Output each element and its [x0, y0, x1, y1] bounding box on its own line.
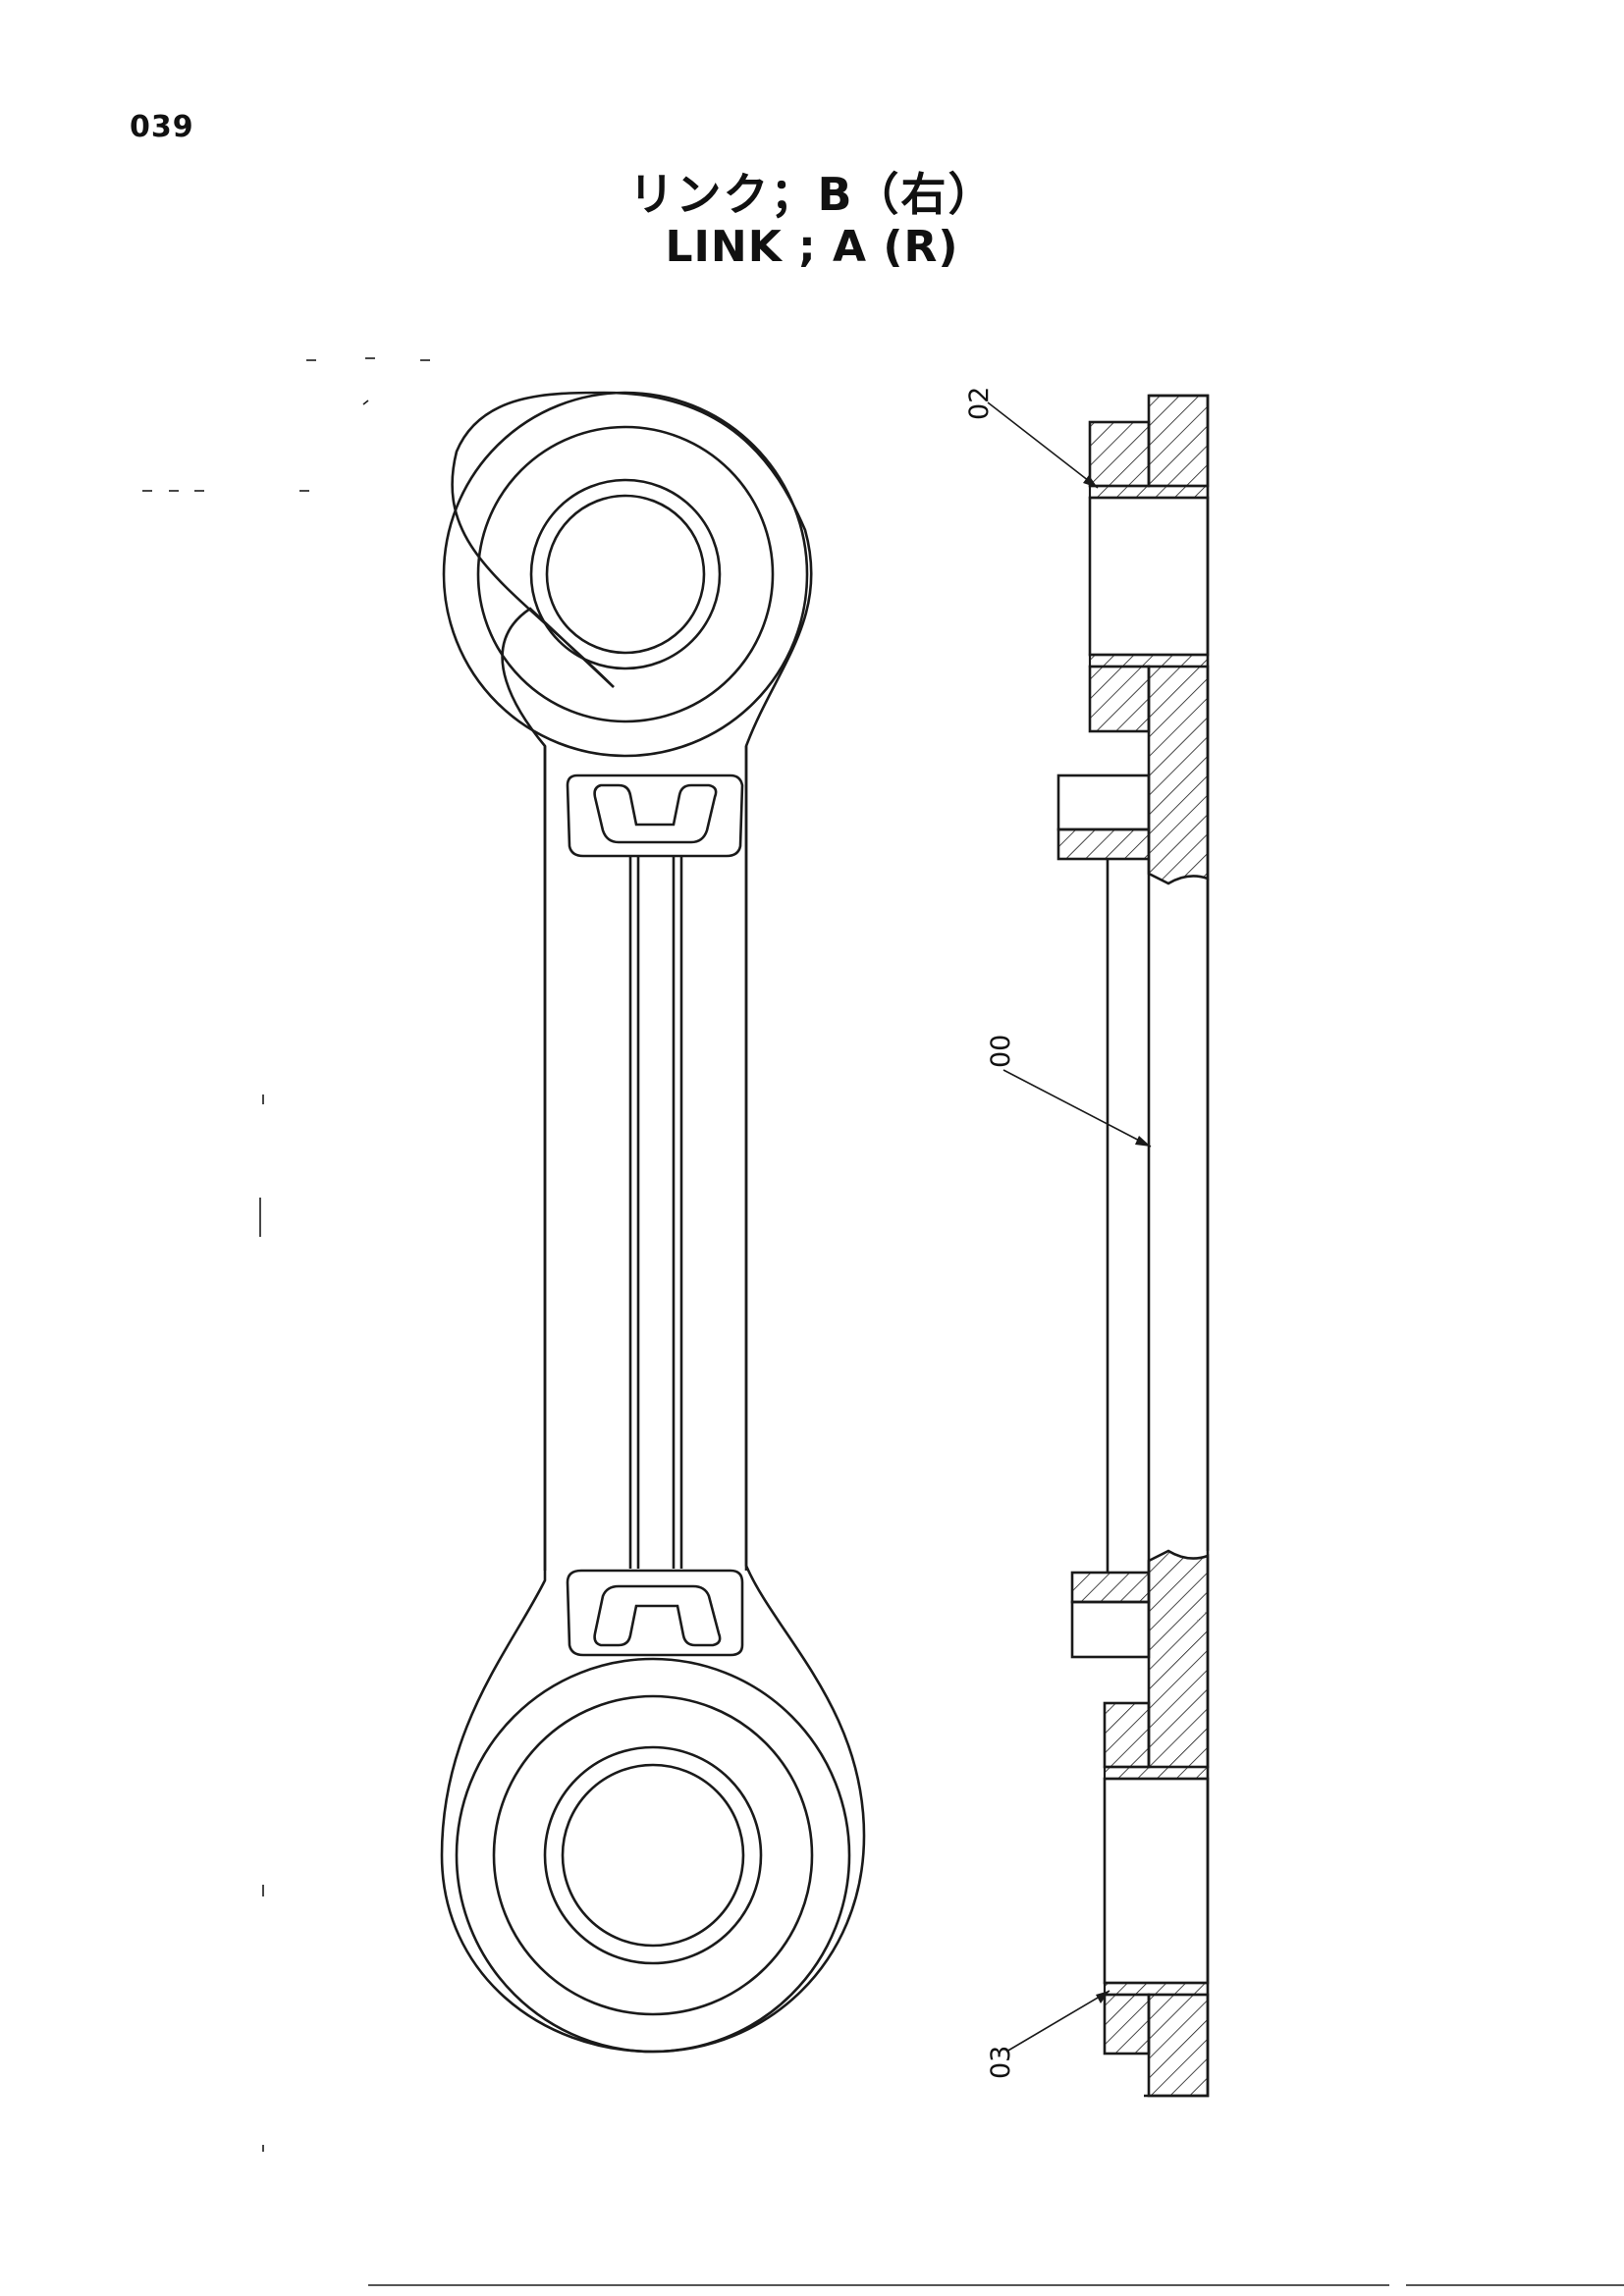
upper-bushing	[529, 478, 722, 670]
upper-web-pocket	[566, 774, 744, 858]
upper-eye-boss	[476, 425, 775, 723]
callout-00-label: 00	[986, 1035, 1016, 1068]
link-outline	[440, 391, 866, 2054]
upper-eye-outer-boss	[442, 391, 809, 758]
lower-eye-boss	[492, 1694, 814, 2016]
lower-bore	[561, 1763, 745, 1948]
title-japanese: リンク；B（右）	[628, 168, 996, 221]
callout-03: 03	[986, 1990, 1110, 2079]
upper-bushing-section	[1088, 484, 1210, 500]
lower-bushing-section	[1103, 1981, 1210, 1997]
scan-marks	[142, 357, 430, 2152]
lower-web-pocket	[566, 1569, 744, 1657]
callout-02: 02	[964, 387, 1099, 489]
callout-00: 00	[986, 1035, 1152, 1148]
page-number: 039	[130, 110, 194, 144]
title-english: LINK ; A (R)	[665, 222, 959, 272]
link-section-view	[1056, 394, 1210, 2098]
link-front-view	[440, 391, 866, 2054]
callout-03-label: 03	[986, 2046, 1016, 2079]
lower-bushing	[543, 1745, 763, 1965]
upper-bore	[545, 494, 706, 655]
lower-eye-outer-boss	[455, 1657, 851, 2054]
title-block: リンク；B（右） LINK ; A (R)	[0, 167, 1624, 273]
